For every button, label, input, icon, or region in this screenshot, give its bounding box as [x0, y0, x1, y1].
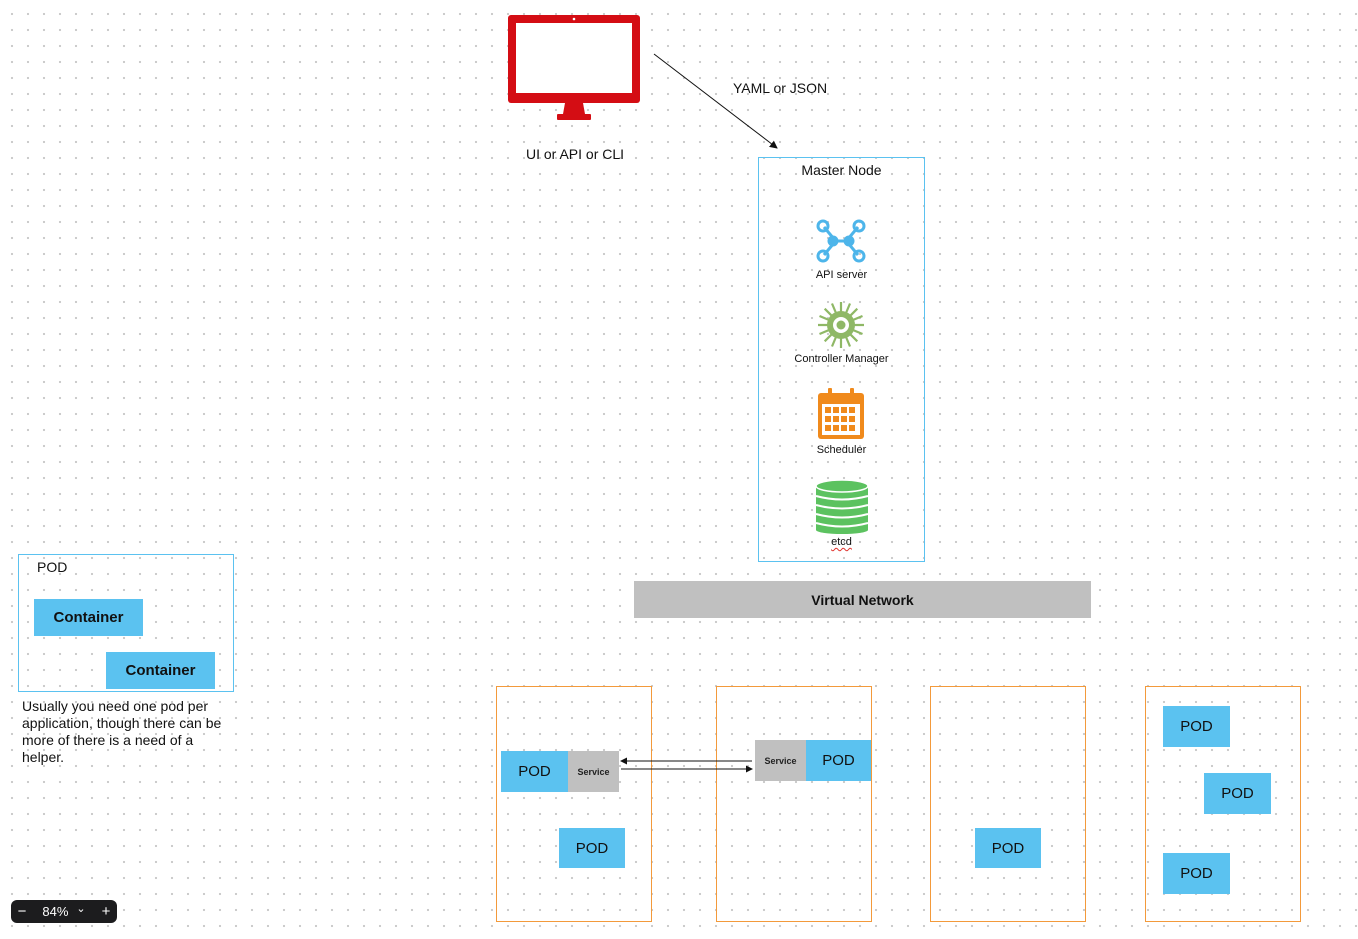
pod-block: POD [1163, 853, 1230, 894]
master-node-title: Master Node [801, 162, 882, 178]
desktop-monitor-icon [508, 15, 640, 120]
zoom-level-dropdown[interactable]: 84% ⌄ [33, 903, 95, 919]
arrow-label: YAML or JSON [733, 80, 828, 96]
database-icon [815, 479, 869, 534]
etcd-label-text: etcd [831, 536, 852, 548]
service-link-arrows [620, 757, 753, 773]
calendar-icon [818, 388, 864, 439]
request-arrow [653, 53, 778, 149]
pod-block: POD [501, 751, 568, 792]
zoom-in-button[interactable]: + [101, 903, 111, 920]
gear-icon [818, 302, 864, 348]
container-block: Container [34, 599, 143, 636]
service-block: Service [755, 740, 806, 781]
etcd-label: etcd [758, 536, 925, 548]
pod-example-title: POD [37, 559, 68, 575]
virtual-network-label: Virtual Network [811, 591, 914, 608]
client-caption: UI or API or CLI [526, 146, 625, 162]
pod-block: POD [975, 828, 1041, 868]
zoom-out-button[interactable]: − [17, 903, 27, 920]
api-server-icon [816, 219, 866, 263]
worker-node-3 [930, 686, 1086, 922]
scheduler-label: Scheduler [816, 444, 867, 456]
api-server-label: API server [815, 269, 868, 281]
chevron-down-icon: ⌄ [76, 903, 86, 915]
pod-block: POD [806, 740, 871, 781]
worker-node-2 [716, 686, 872, 922]
pod-example-note: Usually you need one pod per application… [22, 698, 222, 765]
worker-node-4 [1145, 686, 1301, 922]
zoom-level-value: 84% [42, 904, 69, 919]
pod-block: POD [1163, 706, 1230, 747]
pod-block: POD [559, 828, 625, 868]
pod-block: POD [1204, 773, 1271, 814]
zoom-control: − 84% ⌄ + [11, 900, 117, 923]
master-node: Master Node [758, 157, 925, 562]
service-block: Service [568, 751, 619, 792]
container-block: Container [106, 652, 215, 689]
worker-node-1 [496, 686, 652, 922]
controller-manager-label: Controller Manager [794, 353, 889, 365]
virtual-network-bar: Virtual Network [634, 581, 1091, 618]
pod-example-box: POD [18, 554, 234, 692]
